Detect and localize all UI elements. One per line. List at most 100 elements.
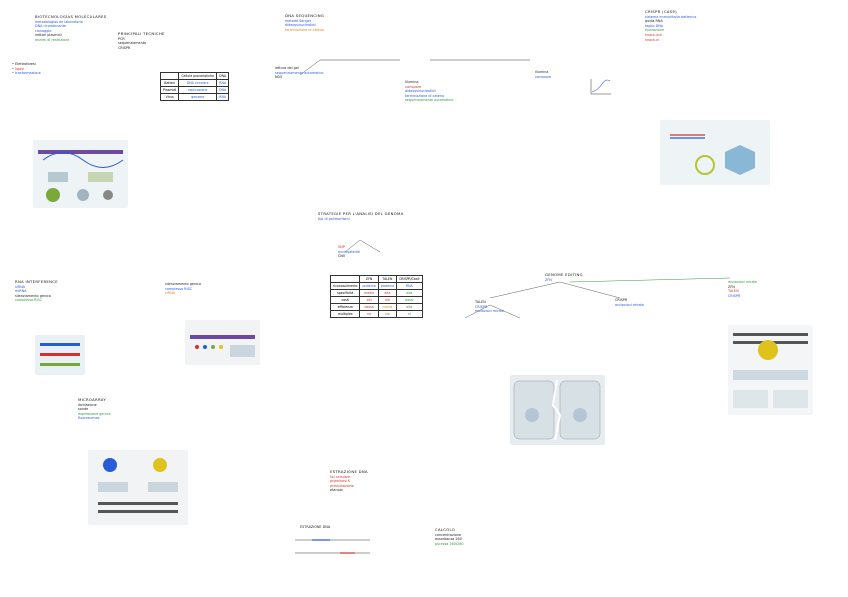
table-cell: riconoscimento <box>331 283 360 290</box>
cluster-title: BIOTECNOLOGÍAS MOLECULARES <box>35 15 106 20</box>
top-left-sublist: • Elettroforesi • ligasi • trasformazion… <box>12 62 41 76</box>
note-line: CRISPR <box>728 294 757 299</box>
table-cell: Virus <box>161 94 179 101</box>
sequencing-steps: lettura del gel sequenziamento automatic… <box>275 66 323 80</box>
table-cell: Batteri <box>161 80 179 87</box>
bottom-diagram-labels: ESTRAZIONE DNA <box>300 525 330 530</box>
table-cell: DNA circolare <box>179 80 217 87</box>
far-right-notes: mutazioni mirate ZFN TALEN CRISPR <box>728 280 757 298</box>
table-row: efficienza bassa media alta <box>331 304 423 311</box>
table-cell: replicazione <box>179 87 217 94</box>
note-line: terminazione di catena <box>285 28 324 33</box>
table-cell: Plasmidi <box>161 87 179 94</box>
cluster-title: RNA INTERFERENCE <box>15 280 58 285</box>
table-cell: alti <box>378 297 396 304</box>
sequencing-right: Illumina nanopore <box>535 70 551 79</box>
note-line: etanolo <box>330 488 368 493</box>
table-row: riconoscimento proteina proteina RNA <box>331 283 423 290</box>
table-cell: no <box>360 311 378 318</box>
table-cell: bassa <box>360 304 378 311</box>
table-cell: proteina <box>378 283 396 290</box>
editing-left-branch: TALEN CRISPR mutazioni mirate <box>475 300 504 314</box>
techniques-list: PRINCIPALI TECNICHE PCR sequenziamento C… <box>118 32 165 50</box>
table-cell: DNA <box>217 87 229 94</box>
diagram-dna-cloning <box>33 140 128 208</box>
note-line: mutazioni mirate <box>475 309 504 314</box>
bottom-center-cluster: ESTRAZIONE DNA lisi cellulare proteinasi… <box>330 470 368 493</box>
table-row: multiplex no no sì <box>331 311 423 318</box>
middle-right-cluster: GENOME EDITING ZFN <box>545 273 583 282</box>
table-header: DNA <box>217 73 229 80</box>
table-header <box>161 73 179 80</box>
cluster-title: STRATEGIE PER L'ANALISI DEL GENOMA <box>318 212 404 217</box>
editing-right-branch: CRISPR mutazioni mirate <box>615 298 644 307</box>
bottom-right-cluster: CALCOLO concentrazione assorbanza 260 pu… <box>435 528 464 546</box>
cluster-title: ESTRAZIONE DNA <box>330 470 368 475</box>
table-header: ZFN <box>360 276 378 283</box>
diagram-editing <box>728 325 813 415</box>
note-line: fluorescenza <box>78 416 111 421</box>
table-cell: media <box>360 290 378 297</box>
table-header: TALEN <box>378 276 396 283</box>
diagram-microarray <box>88 450 188 525</box>
top-table: Cellule procariotiche DNA Batteri DNA ci… <box>160 72 229 101</box>
table-cell: multiplex <box>331 311 360 318</box>
table-cell: RNA <box>397 283 422 290</box>
sequencing-detail: Illumina nanopore dideossinucleotidi ter… <box>405 80 453 103</box>
table-cell: efficienza <box>331 304 360 311</box>
techniques-title: PRINCIPALI TECNICHE <box>118 32 165 37</box>
table-cell: bassi <box>397 297 422 304</box>
table-cell: specificità <box>331 290 360 297</box>
note-line: ESTRAZIONE DNA <box>300 525 330 530</box>
diagram-sirna <box>35 335 85 375</box>
note-line: mutazioni mirate <box>615 303 644 308</box>
diagram-cell <box>510 375 605 445</box>
cluster-title: DNA SEQUENCING <box>285 14 324 19</box>
cluster-title: MICROARRAY <box>78 398 111 403</box>
note-line: knock-in <box>645 38 696 43</box>
bottom-left-cluster: MICROARRAY ibridazione sonde espressione… <box>78 398 111 421</box>
table-cell: RNA <box>217 80 229 87</box>
note-line: CNV <box>338 254 360 259</box>
table-cell: genoma <box>179 94 217 101</box>
note-line: CRISPR <box>118 46 165 51</box>
table-cell: alta <box>378 290 396 297</box>
note-line: complesso RISC <box>15 298 58 303</box>
table-row: costi alti alti bassi <box>331 297 423 304</box>
note-line: NGS <box>275 75 323 80</box>
note-line: silenziamento genico <box>165 282 201 287</box>
diagram-crispr <box>660 120 770 185</box>
sequencing-graph <box>590 78 612 96</box>
left-mid-right-notes: silenziamento genico complesso RISC siRN… <box>165 282 201 296</box>
table-cell: proteina <box>360 283 378 290</box>
note-line: mutazioni mirate <box>728 280 757 285</box>
note-line: tipi di polimorfismi <box>318 217 404 222</box>
top-center-cluster: DNA SEQUENCING metodo Sanger dideossinuc… <box>285 14 324 32</box>
table-header: Cellule procariotiche <box>179 73 217 80</box>
polymorphism-tree: SNP microsatelliti CNV <box>338 245 360 259</box>
table-cell: sì <box>397 311 422 318</box>
middle-table: ZFN TALEN CRISPR/Cas9 riconoscimento pro… <box>330 275 423 318</box>
table-cell: RNA <box>217 94 229 101</box>
table-header: CRISPR/Cas9 <box>397 276 422 283</box>
top-left-cluster: BIOTECNOLOGÍAS MOLECULARES metodologías … <box>35 15 106 43</box>
diagram-sequencing <box>185 320 260 365</box>
note-line: purezza 260/280 <box>435 542 464 547</box>
note-line: enzimi di restrizione <box>35 38 106 43</box>
top-right-cluster: CRISPR (CAS9) sistema immunitario batter… <box>645 10 696 42</box>
middle-cluster: STRATEGIE PER L'ANALISI DEL GENOMA tipi … <box>318 212 404 221</box>
table-row: Plasmidi replicazione DNA <box>161 87 229 94</box>
table-cell: costi <box>331 297 360 304</box>
note-line: • trasformazione <box>12 71 41 76</box>
cluster-title: GENOME EDITING <box>545 273 583 278</box>
table-row: specificità media alta alta <box>331 290 423 297</box>
table-row: Virus genoma RNA <box>161 94 229 101</box>
note-line: siRNA <box>165 291 201 296</box>
table-row: Batteri DNA circolare RNA <box>161 80 229 87</box>
table-cell: alta <box>397 304 422 311</box>
note-line: nanopore <box>535 75 551 80</box>
left-mid-cluster: RNA INTERFERENCE siRNA miRNA silenziamen… <box>15 280 58 303</box>
table-cell: alta <box>397 290 422 297</box>
note-line: sequenziamento automatico <box>405 98 453 103</box>
